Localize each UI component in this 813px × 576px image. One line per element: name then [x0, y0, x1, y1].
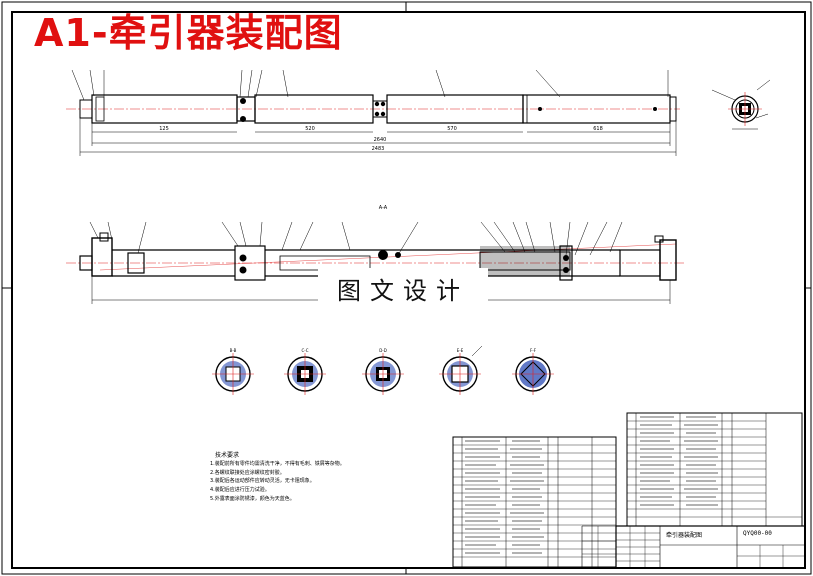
dimension-label: 2483: [372, 146, 385, 152]
tech-requirement-item: 5.外露表面涂防锈漆，颜色为天蓝色。: [210, 495, 295, 502]
tech-requirement-item: 4.装配后应进行压力试验。: [210, 487, 270, 494]
tech-requirement-item: 1.装配前所有零件均需清洗干净，不得有毛刺、铁屑等杂物。: [210, 461, 345, 467]
section-b: B-B: [212, 348, 254, 395]
cross-sections: B-B C-C D-D E-E: [212, 345, 554, 395]
drawing-title: A1-牵引器装配图: [34, 11, 343, 55]
dimension-label: 570: [447, 126, 457, 132]
tech-requirement-item: 3.装配后各运动部件应转动灵活，无卡阻现象。: [210, 478, 315, 485]
tech-requirements-title: 技术要求: [215, 452, 240, 459]
inner-frame: [11, 11, 806, 569]
section-view-label: D-D: [379, 348, 387, 353]
parts-list-right: [581, 412, 806, 569]
parts-list-left: [452, 436, 617, 568]
title-block-name: 牵引器装配图: [666, 532, 703, 539]
section-view-label: B-B: [230, 348, 237, 353]
section-view: [66, 221, 685, 304]
tech-requirement-item: 2.各螺纹联接处应涂螺纹密封胶。: [210, 469, 285, 476]
section-view-label: C-C: [301, 348, 308, 353]
section-label: A-A: [379, 205, 388, 211]
dimension-label: 520: [305, 126, 315, 132]
tech-requirements: 1.装配前所有零件均需清洗干净，不得有毛刺、铁屑等杂物。 2.各螺纹联接处应涂螺…: [210, 460, 360, 504]
end-view: [711, 79, 771, 130]
section-e: E-E: [439, 345, 483, 395]
section-f: F-F: [512, 348, 554, 395]
dimension-label: 125: [159, 126, 169, 132]
main-view: 125 520 570 618 2640 2483: [66, 69, 680, 156]
watermark: 图文设计: [318, 268, 488, 308]
dimension-label: 2640: [374, 137, 387, 143]
section-c: C-C: [284, 348, 326, 395]
section-view-label: E-E: [457, 348, 464, 353]
section-d: D-D: [362, 348, 404, 395]
section-view-label: F-F: [530, 348, 537, 353]
title-block-code: QYQ00-00: [743, 530, 772, 537]
dimension-label: 618: [593, 126, 603, 132]
